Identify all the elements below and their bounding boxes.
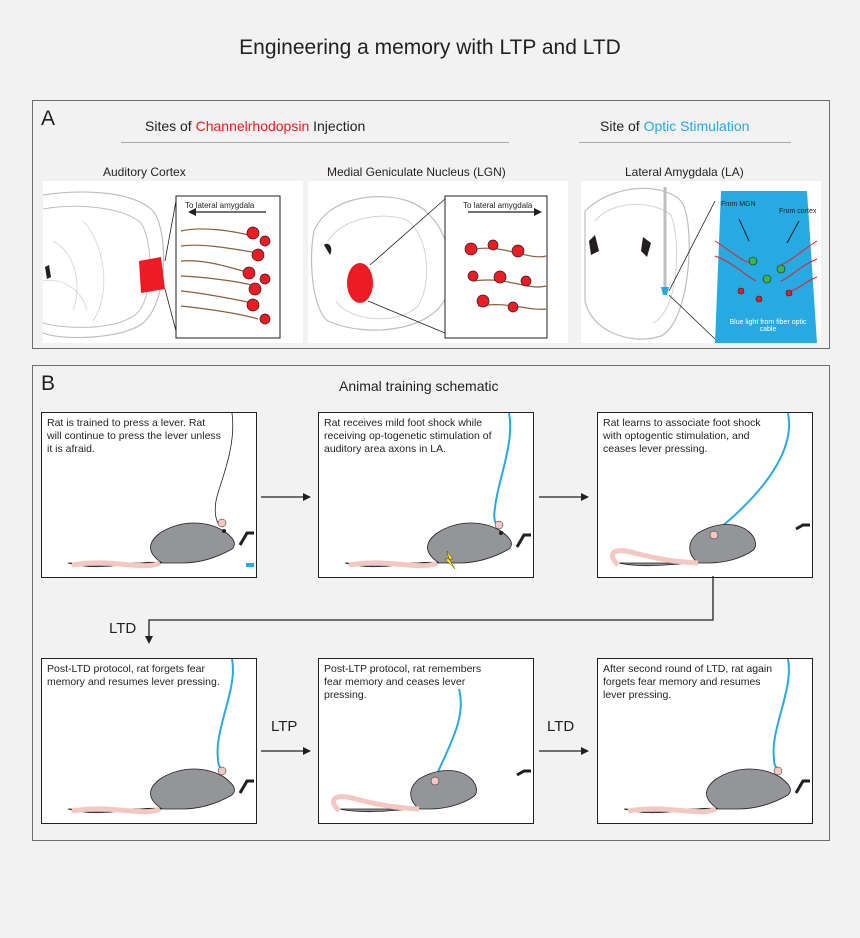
ltd-first-label: LTD <box>109 620 137 637</box>
step-caption-1: Rat is trained to press a lever. Rat wil… <box>47 417 221 455</box>
stimulation-header: Site of Optic Stimulation <box>600 118 749 134</box>
auditory-cortex-brain-section <box>43 181 303 343</box>
panel-a-letter: A <box>41 107 56 130</box>
stimulation-divider <box>579 142 791 143</box>
stimulation-header-pre: Site of <box>600 118 644 134</box>
step-box-5: Post-LTP protocol, rat remembers fear me… <box>318 658 534 824</box>
step-caption-2: Rat receives mild foot shock while recei… <box>324 417 492 455</box>
connector-row1-row2 <box>141 576 717 648</box>
step-caption-6: After second round of LTD, rat again for… <box>603 663 773 701</box>
auditory-inset-label: To lateral amygdala <box>185 201 255 210</box>
step-box-4: Post-LTD protocol, rat forgets fear memo… <box>41 658 257 824</box>
arrow-step-1-2 <box>261 492 313 502</box>
figure-title: Engineering a memory with LTP and LTD <box>239 36 621 59</box>
injection-divider <box>121 142 509 143</box>
injection-header-pre: Sites of <box>145 118 196 134</box>
from-mgn-label: From MGN <box>721 201 756 208</box>
step-box-6: After second round of LTD, rat again for… <box>597 658 813 824</box>
ltp-label: LTP <box>271 718 298 735</box>
ltd-second-label: LTD <box>547 718 575 735</box>
step-box-2: Rat receives mild foot shock while recei… <box>318 412 534 578</box>
from-cortex-label: From cortex <box>779 208 817 215</box>
training-header: Animal training schematic <box>339 378 499 394</box>
step-box-1: Rat is trained to press a lever. Rat wil… <box>41 412 257 578</box>
channelrhodopsin-label: Channelrhodopsin <box>195 118 310 134</box>
auditory-cortex-label: Auditory Cortex <box>103 165 186 179</box>
la-brain-section <box>581 181 821 343</box>
injection-header: Sites of Channelrhodopsin Injection <box>145 118 365 134</box>
injection-header-post: Injection <box>309 118 366 134</box>
optic-stimulation-label: Optic Stimulation <box>643 118 750 134</box>
step-box-3: Rat learns to associate foot shock with … <box>597 412 813 578</box>
mgn-label: Medial Geniculate Nucleus (LGN) <box>327 165 506 179</box>
arrow-step-2-3 <box>539 492 591 502</box>
arrow-step-5-6 <box>539 746 591 756</box>
mgn-inset-label: To lateral amygdala <box>463 201 533 210</box>
step-caption-4: Post-LTD protocol, rat forgets fear memo… <box>47 663 220 688</box>
mgn-brain-section <box>308 181 568 343</box>
lateral-amygdala-label: Lateral Amygdala (LA) <box>625 165 744 179</box>
step-caption-3: Rat learns to associate foot shock with … <box>603 417 761 455</box>
step-caption-5: Post-LTP protocol, rat remembers fear me… <box>324 663 482 701</box>
arrow-step-4-5 <box>261 746 313 756</box>
panel-a: A Sites of Channelrhodopsin Injection Si… <box>32 100 830 349</box>
blue-light-label: Blue light from fiber optic cable <box>729 319 807 333</box>
panel-b: B Animal training schematic Rat is train… <box>32 365 830 841</box>
panel-b-letter: B <box>41 372 56 395</box>
